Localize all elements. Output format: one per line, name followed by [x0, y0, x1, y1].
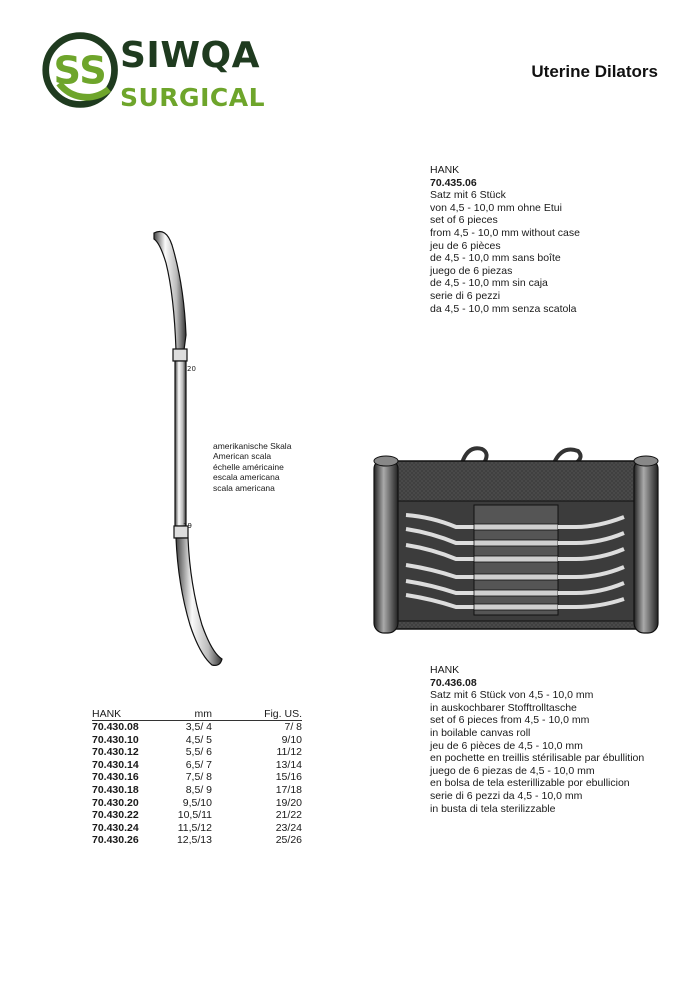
size-mm: 5,5/ 6 [185, 746, 212, 759]
table-row: 70.430.26 12,5/13 25/26 [92, 834, 302, 847]
product-code: 70.436.08 [430, 676, 477, 689]
article-code: 70.430.08 [92, 721, 139, 733]
table-row: 70.430.10 4,5/ 5 9/10 [92, 734, 302, 747]
fig-us: 11/12 [276, 746, 303, 759]
description-line: serie di 6 pezzi da 4,5 - 10,0 mm [430, 789, 583, 802]
size-mm: 12,5/13 [176, 834, 212, 847]
svg-text:SS: SS [53, 49, 106, 93]
description-line: in boilable canvas roll [430, 726, 531, 739]
table-row: 70.430.08 3,5/ 4 7/ 8 [92, 721, 302, 734]
fig-us: 7/ 8 [284, 721, 302, 733]
table-row: 70.430.18 8,5/ 9 17/18 [92, 784, 302, 797]
description-line: da 4,5 - 10,0 mm senza scatola [430, 302, 577, 315]
brand-subtitle: SURGICAL [120, 83, 266, 112]
brand-name: SIWQA [120, 35, 260, 76]
page-title: Uterine Dilators [531, 62, 658, 81]
table-row: 70.430.22 10,5/11 21/22 [92, 809, 302, 822]
scale-note-line: amerikanische Skala [213, 441, 292, 451]
description-line: von 4,5 - 10,0 mm ohne Etui [430, 201, 562, 214]
size-mm: 6,5/ 7 [185, 758, 212, 771]
description-line: serie di 6 pezzi [430, 289, 501, 302]
product-brand: HANK [430, 164, 460, 176]
scale-note-line: échelle américaine [213, 461, 284, 472]
article-code: 70.430.22 [92, 809, 139, 822]
canvas-roll-illustration [373, 446, 659, 634]
fig-us: 25/26 [275, 834, 302, 847]
size-mm: 4,5/ 5 [185, 733, 212, 746]
column-header-brand: HANK [92, 707, 164, 721]
description-line: de 4,5 - 10,0 mm sans boîte [430, 252, 561, 265]
description-line: from 4,5 - 10,0 mm without case [430, 226, 580, 239]
fig-us: 19/20 [275, 796, 302, 809]
article-code: 70.430.10 [92, 733, 139, 746]
scale-note: amerikanische Skala American scala échel… [213, 441, 291, 493]
fig-us: 21/22 [275, 809, 302, 822]
fig-us: 9/10 [281, 733, 302, 746]
article-code: 70.430.26 [92, 834, 139, 847]
description-line: de 4,5 - 10,0 mm sin caja [430, 277, 548, 290]
description-line: jeu de 6 pièces de 4,5 - 10,0 mm [430, 739, 583, 752]
description-line: en pochette en treillis stérilisable par… [430, 752, 645, 765]
size-mm: 10,5/11 [177, 809, 212, 822]
column-header-fig: Fig. US. [212, 707, 302, 721]
size-mm: 9,5/10 [182, 796, 212, 809]
size-mm: 7,5/ 8 [185, 771, 212, 784]
table-row: 70.430.24 11,5/12 23/24 [92, 822, 302, 835]
description-line: Satz mit 6 Stück von 4,5 - 10,0 mm [430, 689, 594, 702]
fig-us: 15/16 [275, 771, 302, 784]
fig-us: 17/18 [275, 783, 302, 796]
description-line: in busta di tela sterilizzable [430, 802, 556, 815]
table-row: 70.430.12 5,5/ 6 11/12 [92, 746, 302, 759]
description-line: juego de 6 piezas de 4,5 - 10,0 mm [430, 764, 595, 777]
scale-note-line: escala americana [213, 472, 280, 483]
article-code: 70.430.16 [92, 771, 139, 784]
dilator-illustration: 20 19 [153, 230, 223, 666]
siwqa-logo-icon: SS [42, 32, 118, 108]
product-roll-description: HANK 70.436.08 Satz mit 6 Stück von 4,5 … [430, 664, 644, 815]
table-row: 70.430.16 7,5/ 8 15/16 [92, 771, 302, 784]
scale-note-line: scala americana [213, 482, 275, 493]
description-line: en bolsa de tela esterillizable por ebul… [430, 777, 630, 790]
table-row: 70.430.14 6,5/ 7 13/14 [92, 759, 302, 772]
fig-us: 23/24 [275, 821, 302, 834]
article-code: 70.430.20 [92, 796, 139, 809]
description-line: set of 6 pieces [430, 214, 498, 227]
scale-note-line: American scala [213, 451, 272, 462]
product-code: 70.435.06 [430, 176, 477, 189]
size-mm: 8,5/ 9 [185, 783, 212, 796]
description-line: jeu de 6 pièces [430, 239, 501, 252]
article-code: 70.430.18 [92, 783, 139, 796]
table-header-row: HANK mm Fig. US. [92, 707, 302, 721]
fig-us: 13/14 [275, 758, 302, 771]
description-line: juego de 6 piezas [430, 264, 513, 277]
table-row: 70.430.20 9,5/10 19/20 [92, 797, 302, 810]
size-mm: 11,5/12 [177, 821, 212, 834]
article-code: 70.430.24 [92, 821, 139, 834]
size-table: HANK mm Fig. US. 70.430.08 3,5/ 4 7/ 8 70.… [92, 707, 302, 847]
product-set-description: HANK 70.435.06 Satz mit 6 Stück von 4,5 … [430, 164, 580, 315]
description-line: Satz mit 6 Stück [430, 189, 506, 202]
column-header-mm: mm [164, 707, 212, 721]
article-code: 70.430.12 [92, 746, 139, 759]
size-mm: 3,5/ 4 [185, 721, 212, 733]
dilator-mark-top: 20 [187, 365, 196, 373]
description-line: set of 6 pieces from 4,5 - 10,0 mm [430, 714, 590, 727]
article-code: 70.430.14 [92, 758, 139, 771]
description-line: in auskochbarer Stofftrolltasche [430, 701, 577, 714]
product-brand: HANK [430, 664, 460, 676]
